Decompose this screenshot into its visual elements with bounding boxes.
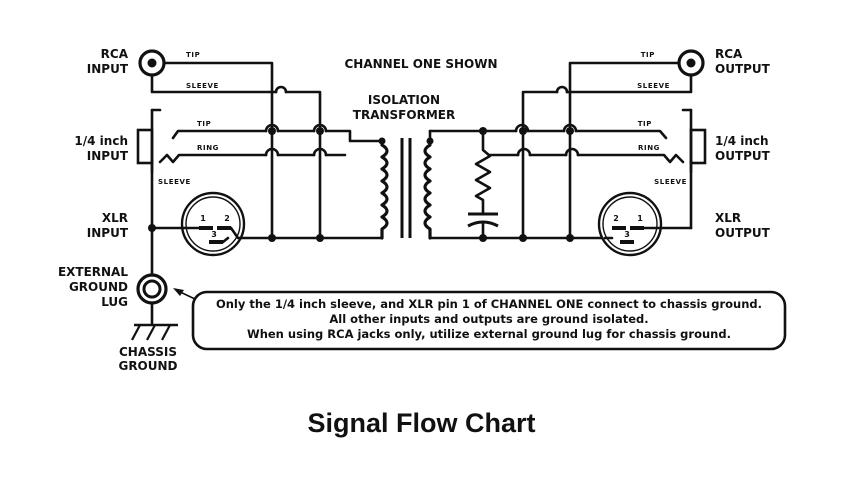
xlr-output-label-2: OUTPUT	[715, 226, 771, 240]
note-box	[191, 290, 787, 351]
wire	[521, 90, 559, 240]
note-arrow	[173, 288, 198, 301]
quarter-input-sleeve-label: SLEEVE	[158, 178, 191, 186]
quarter-output-ring-wire	[576, 153, 685, 164]
quarter-input-tip-label: TIP	[197, 120, 211, 128]
ground-lug-label-1: EXTERNAL	[58, 265, 128, 279]
rca-input-tip-wire	[162, 61, 274, 240]
hop	[312, 147, 328, 157]
rca-input-jack	[138, 49, 166, 77]
resistor	[474, 129, 492, 216]
xlr-input-label-2: INPUT	[87, 226, 129, 240]
rca-output-jack	[677, 49, 705, 77]
rca-input-label-1: RCA	[101, 47, 129, 61]
rca-input-sleeve-wire	[150, 73, 278, 94]
quarter-input-label-2: INPUT	[87, 149, 129, 163]
quarter-input-ring-label: RING	[197, 144, 219, 152]
xlr-input-connector	[180, 191, 246, 257]
transformer-label-1: ISOLATION	[368, 93, 440, 107]
xlr-input-label-1: XLR	[102, 211, 128, 225]
external-ground-lug	[136, 273, 168, 305]
rca-output-tip-label: TIP	[641, 51, 655, 59]
xlr-output-pin3: 3	[624, 230, 630, 239]
chassis-label-1: CHASSIS	[119, 345, 177, 359]
rca-input-sleeve-wire-2	[284, 90, 322, 240]
quarter-output-ring-label: RING	[638, 144, 660, 152]
hop	[516, 147, 532, 157]
junction	[519, 127, 527, 135]
junction	[519, 234, 527, 242]
junction	[479, 234, 487, 242]
rca-output-tip-wire	[568, 61, 681, 240]
ground-lug-label-2: GROUND	[69, 280, 128, 294]
hop	[264, 147, 280, 157]
transformer-label-2: TRANSFORMER	[353, 108, 455, 122]
quarter-input-tip-wire	[171, 129, 268, 140]
junction	[479, 127, 487, 135]
quarter-output-label-1: 1/4 inch	[715, 134, 769, 148]
hop	[312, 123, 328, 133]
xlr-input-pin1: 1	[200, 214, 206, 223]
ground-lug-label-3: LUG	[101, 295, 128, 309]
quarter-output-label-2: OUTPUT	[715, 149, 771, 163]
junction	[316, 127, 324, 135]
rca-output-label-1: RCA	[715, 47, 743, 61]
junction	[316, 234, 324, 242]
quarter-output-tip-wire	[574, 129, 668, 140]
wire	[324, 129, 384, 143]
xlr-output-pin1: 1	[637, 214, 643, 223]
quarter-output-tip-label: TIP	[638, 120, 652, 128]
xlr-input-pin3: 3	[211, 230, 217, 239]
xlr-input-pin2-wire	[229, 226, 274, 240]
xlr-output-label-1: XLR	[715, 211, 741, 225]
rca-output-sleeve-wire	[565, 73, 693, 94]
quarter-input-label-1: 1/4 inch	[74, 134, 128, 148]
chassis-label-2: GROUND	[118, 359, 177, 373]
junction	[566, 127, 574, 135]
note-line-1: Only the 1/4 inch sleeve, and XLR pin 1 …	[216, 297, 762, 311]
note-line-3: When using RCA jacks only, utilize exter…	[247, 327, 731, 341]
junction	[268, 234, 276, 242]
hop	[264, 123, 280, 133]
quarter-inch-output-jack	[689, 128, 707, 165]
chassis-ground-symbol	[131, 323, 178, 341]
schematic: RCA INPUT TIP SLEEVE CHANNEL ONE SHOWN I…	[58, 47, 787, 373]
quarter-inch-input-jack	[136, 128, 154, 165]
xlr-input-pin2: 2	[224, 214, 230, 223]
note-line-2: All other inputs and outputs are ground …	[329, 312, 648, 326]
channel-heading: CHANNEL ONE SHOWN	[344, 57, 497, 71]
junction	[268, 127, 276, 135]
isolation-transformer	[378, 137, 434, 240]
rca-input-label-2: INPUT	[87, 62, 129, 76]
junction	[148, 224, 156, 232]
xlr-output-pin2: 2	[613, 214, 619, 223]
junction	[566, 234, 574, 242]
rca-output-sleeve-label: SLEEVE	[637, 82, 670, 90]
hop	[555, 85, 569, 94]
hop	[274, 85, 288, 94]
rca-input-tip-label: TIP	[186, 51, 200, 59]
hop	[564, 147, 580, 157]
xlr-output-connector	[597, 191, 663, 257]
xlr-input-pin3-wire	[221, 236, 230, 244]
figure-caption: Signal Flow Chart	[307, 408, 536, 438]
quarter-output-sleeve-label: SLEEVE	[654, 178, 687, 186]
rca-input-sleeve-label: SLEEVE	[186, 82, 219, 90]
quarter-input-ring-wire	[158, 153, 268, 164]
rca-output-label-2: OUTPUT	[715, 62, 771, 76]
